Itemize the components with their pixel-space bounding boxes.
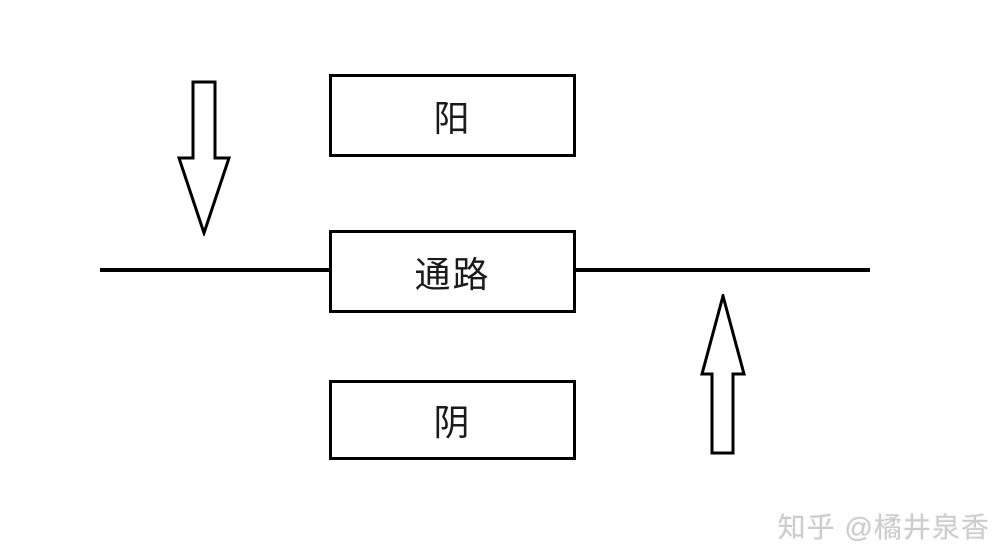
down-arrow-icon — [177, 80, 231, 236]
pathway-box-label: 通路 — [414, 253, 491, 295]
yin-box: 阴 — [329, 380, 576, 460]
yang-box-label: 阳 — [433, 97, 472, 139]
up-arrow-icon — [700, 294, 746, 455]
pathway-box: 通路 — [329, 230, 576, 313]
yang-box: 阳 — [329, 74, 576, 157]
yin-box-label: 阴 — [433, 402, 472, 443]
pathway-line-left — [100, 268, 329, 272]
watermark: 知乎 @橘井泉香 — [777, 512, 990, 543]
pathway-line-right — [576, 268, 870, 272]
